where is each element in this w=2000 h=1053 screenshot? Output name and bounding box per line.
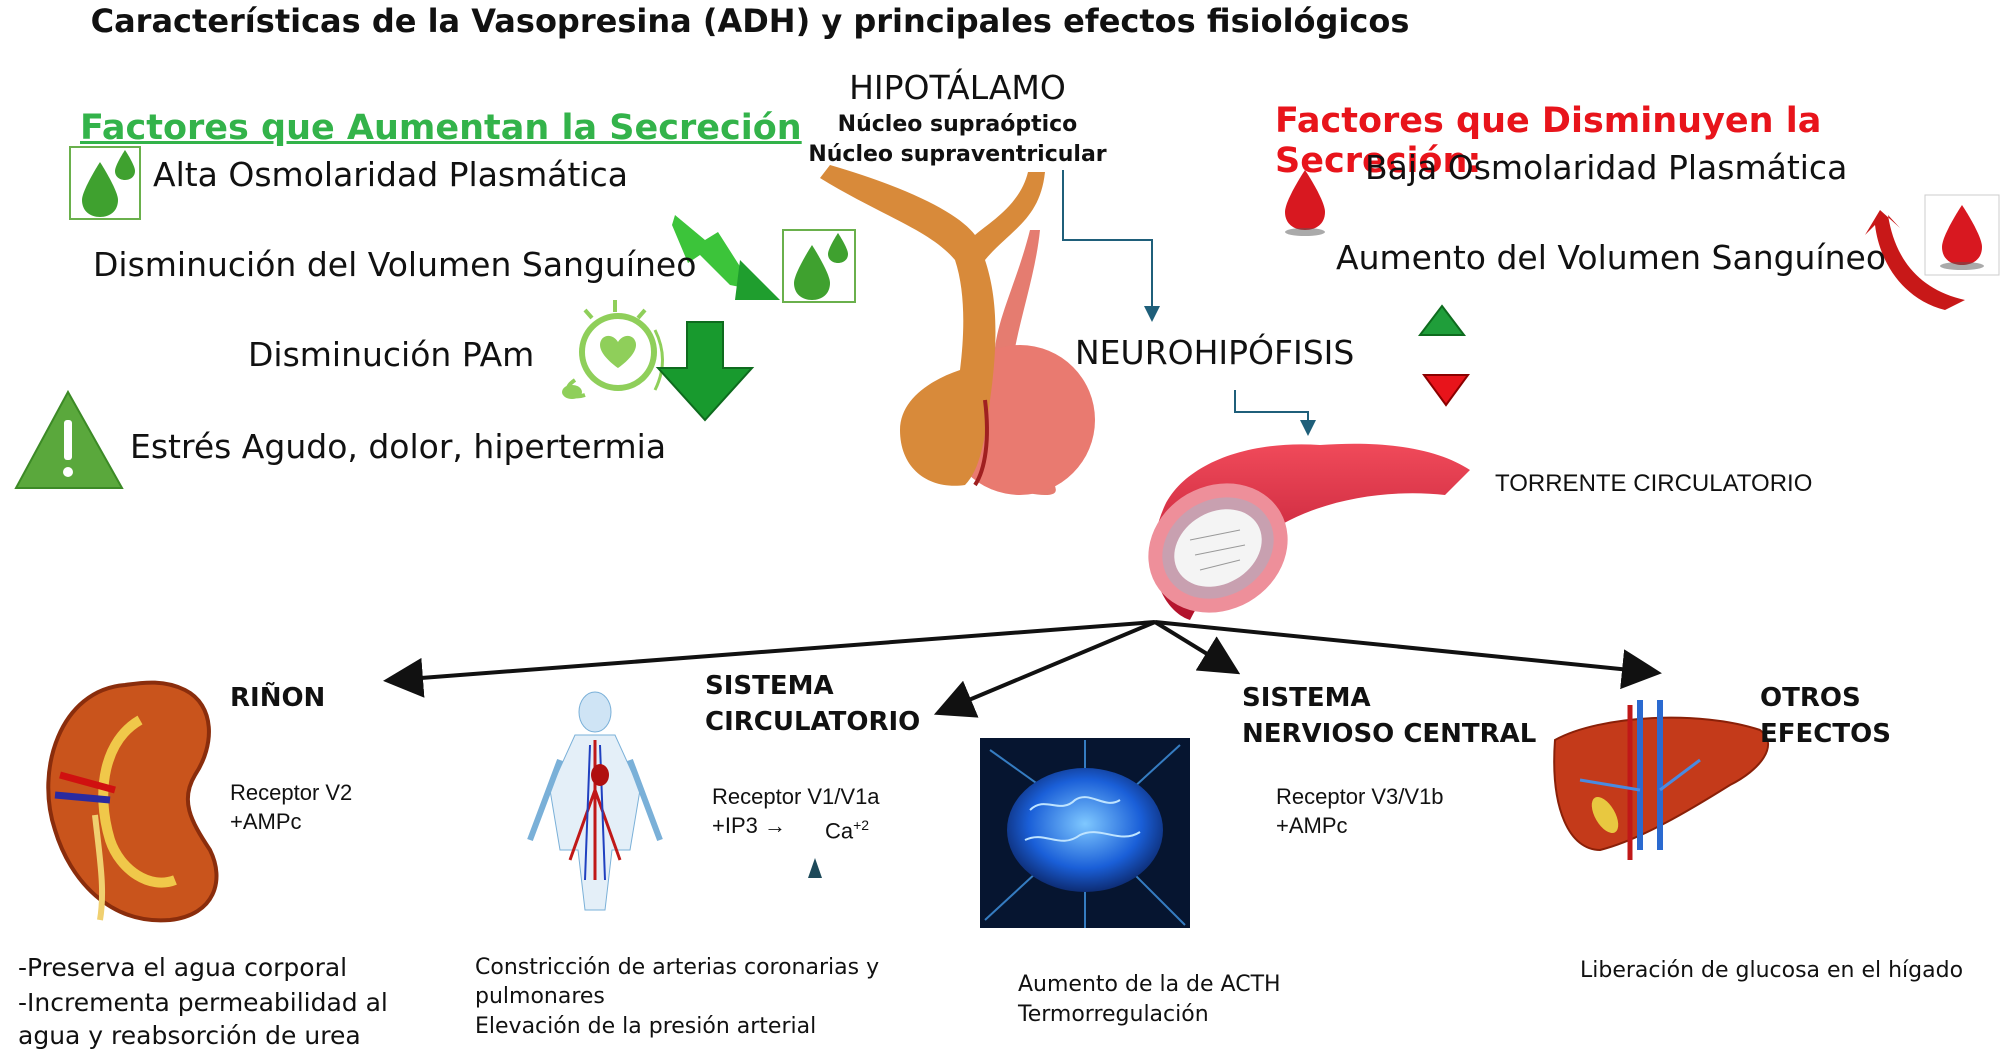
cns-receptor-1: Receptor V3/V1b — [1276, 784, 1444, 809]
circulatory-receptor-1: Receptor V1/V1a — [712, 784, 880, 809]
cns-effect-1: Aumento de la de ACTH — [1018, 972, 1281, 997]
nucleus-supraventricular: Núcleo supraventricular — [808, 142, 1107, 167]
ion-charge: +2 — [853, 817, 870, 833]
circulatory-effect-2: pulmonares — [475, 984, 605, 1009]
increase-header: Factores que Aumentan la Secreción — [80, 108, 802, 148]
circulatory-ion: Ca+2 — [825, 811, 869, 845]
other-effect-1: Liberación de glucosa en el hígado — [1580, 958, 1964, 983]
lightning-arrow-icon — [672, 215, 780, 300]
decrease-header: Factores que Disminuyen la Secreción: — [1275, 101, 1822, 181]
water-drop-icon — [782, 229, 856, 303]
blood-pressure-monitor-icon — [562, 300, 664, 399]
down-arrow-icon — [655, 321, 755, 422]
blood-drop-icon — [1285, 170, 1325, 236]
kidney-icon — [46, 680, 219, 923]
liver-icon — [1553, 700, 1770, 860]
cns-title-1: SISTEMA — [1242, 683, 1371, 713]
increase-factor-4: Estrés Agudo, dolor, hipertermia — [130, 427, 667, 466]
connector-arrow — [1234, 390, 1316, 436]
brain-icon — [980, 738, 1190, 928]
other-title-1: OTROS — [1760, 683, 1861, 713]
triangle-down-icon — [1422, 374, 1470, 407]
kidney-title: RIÑON — [230, 683, 326, 713]
kidney-receptor-2: +AMPc — [230, 809, 302, 834]
circulatory-receptor-2: +IP3 → — [712, 813, 786, 838]
connector-arrow — [1062, 170, 1160, 322]
blood-vessel-icon — [1148, 443, 1470, 620]
cns-effect-2: Termorregulación — [1018, 1002, 1209, 1027]
cns-title-2: NERVIOSO CENTRAL — [1242, 719, 1537, 749]
triangle-icon — [808, 858, 822, 878]
ion-label: Ca — [825, 818, 854, 844]
curved-up-arrow-icon — [1865, 210, 1965, 310]
circulatory-title-2: CIRCULATORIO — [705, 707, 921, 737]
page-title: Características de la Vasopresina (ADH) … — [90, 2, 1410, 40]
circulatory-effect-1: Constricción de arterias coronarias y — [475, 955, 880, 980]
kidney-effect-1: -Preserva el agua corporal — [18, 953, 348, 982]
water-drop-icon — [69, 146, 141, 220]
increase-factor-3: Disminución PAm — [248, 335, 535, 374]
decrease-factor-2: Aumento del Volumen Sanguíneo — [1336, 238, 1887, 277]
bloodstream-label: TORRENTE CIRCULATORIO — [1495, 470, 1813, 497]
kidney-receptor-1: Receptor V2 — [230, 780, 353, 805]
cns-receptor-2: +AMPc — [1276, 813, 1348, 838]
increase-factor-2: Disminución del Volumen Sanguíneo — [93, 245, 697, 284]
blood-drop-icon — [1924, 194, 2000, 276]
triangle-up-icon — [1417, 304, 1467, 336]
circulatory-title-1: SISTEMA — [705, 671, 834, 701]
decrease-factor-1: Baja Osmolaridad Plasmática — [1365, 148, 1848, 187]
kidney-effect-2: -Incrementa permeabilidad al — [18, 988, 388, 1017]
branch-arrows — [383, 620, 1662, 718]
kidney-effect-3: agua y reabsorción de urea — [18, 1021, 361, 1050]
neurohypophysis-label: NEUROHIPÓFISIS — [1075, 333, 1355, 372]
nucleus-supraoptic: Núcleo supraóptico — [837, 112, 1078, 137]
hypothalamus-label: HIPOTÁLAMO — [849, 68, 1066, 107]
pituitary-icon — [820, 165, 1095, 495]
other-title-2: EFECTOS — [1760, 719, 1891, 749]
circulatory-effect-3: Elevación de la presión arterial — [475, 1014, 817, 1039]
circulatory-system-icon — [527, 691, 663, 911]
increase-factor-1: Alta Osmolaridad Plasmática — [153, 155, 628, 194]
warning-icon — [14, 389, 124, 489]
